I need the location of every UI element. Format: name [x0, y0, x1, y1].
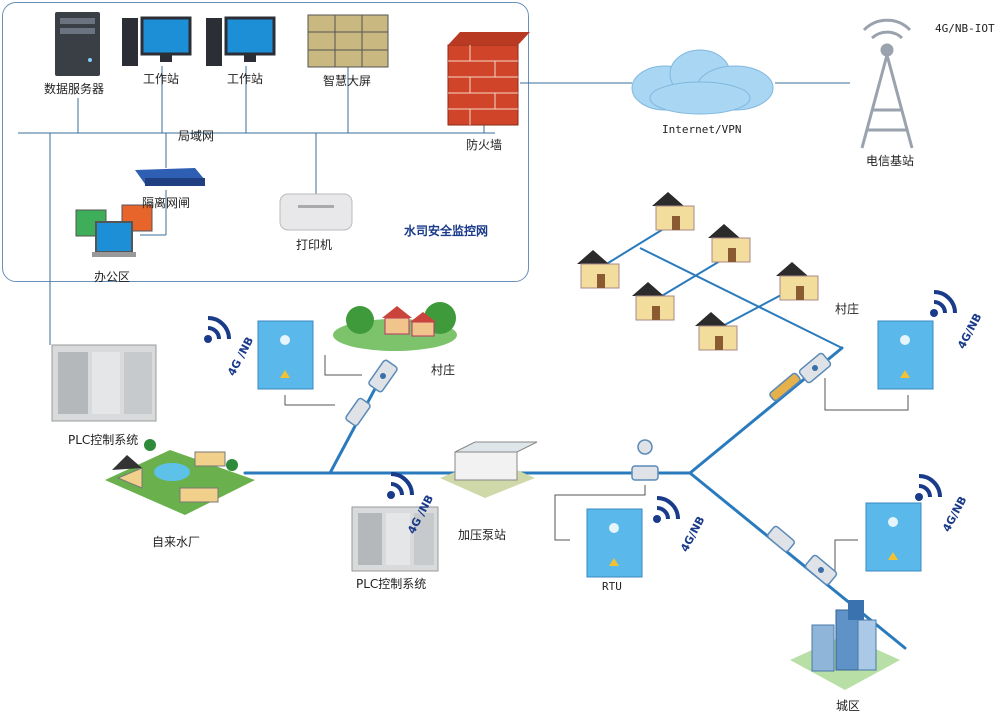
rtu-cabinet-icons — [257, 320, 934, 578]
office-computers-icon — [75, 204, 153, 257]
wireless-signal-icon — [930, 290, 957, 317]
plc-cabinet-top-icon — [51, 344, 157, 422]
lan-bus — [18, 66, 850, 345]
internet-label: Internet/VPN — [662, 123, 742, 136]
rtu-label: RTU — [602, 580, 622, 593]
plc-bottom-label: PLC控制系统 — [356, 577, 427, 591]
workstation-1-icon — [122, 16, 192, 66]
wireless-signal-icon — [915, 474, 942, 501]
printer-icon — [279, 193, 353, 231]
office-label: 办公区 — [94, 270, 131, 284]
big-screen-label: 智慧大屏 — [323, 74, 372, 88]
network-title: 水司安全监控网 — [404, 224, 489, 238]
firewall-label: 防火墙 — [466, 138, 503, 152]
isolation-gateway-label: 隔离网闸 — [142, 196, 191, 210]
waterworks-icon — [105, 439, 255, 515]
workstation-1-label: 工作站 — [143, 72, 180, 86]
base-station-icon — [860, 18, 914, 149]
city-label: 城区 — [836, 699, 861, 713]
house-icons — [577, 192, 819, 351]
big-screen-icon — [307, 14, 389, 68]
pump-station-icon — [440, 441, 538, 498]
village-2-label: 村庄 — [835, 302, 860, 316]
workstation-2-label: 工作站 — [227, 72, 264, 86]
city-icon — [790, 600, 900, 690]
isolation-gateway-icon — [135, 168, 205, 186]
workstation-2-icon — [206, 16, 276, 66]
base-station-label: 电信基站 — [866, 154, 915, 168]
data-server-icon — [55, 12, 100, 76]
monitoring-network-boundary — [2, 2, 529, 282]
village-1-label: 村庄 — [431, 363, 456, 377]
wireless-signal-icon — [653, 496, 680, 523]
iot-label: 4G/NB-IOT — [935, 22, 995, 35]
plc-cabinet-bottom-icon — [351, 506, 439, 572]
wireless-signal-icon — [204, 316, 231, 343]
wireless-signal-icon — [387, 472, 414, 499]
firewall-icon — [447, 32, 530, 126]
water-pipe-network — [243, 346, 907, 650]
cloud-icon — [631, 49, 774, 115]
control-lines — [284, 355, 909, 575]
data-server-label: 数据服务器 — [44, 82, 105, 96]
waterworks-label: 自来水厂 — [152, 535, 201, 549]
plc-top-label: PLC控制系统 — [68, 433, 139, 447]
lan-label: 局域网 — [178, 129, 215, 143]
pump-station-label: 加压泵站 — [458, 528, 507, 542]
village-1-icon — [333, 302, 457, 351]
printer-label: 打印机 — [296, 238, 333, 252]
valve-icons — [380, 365, 824, 573]
